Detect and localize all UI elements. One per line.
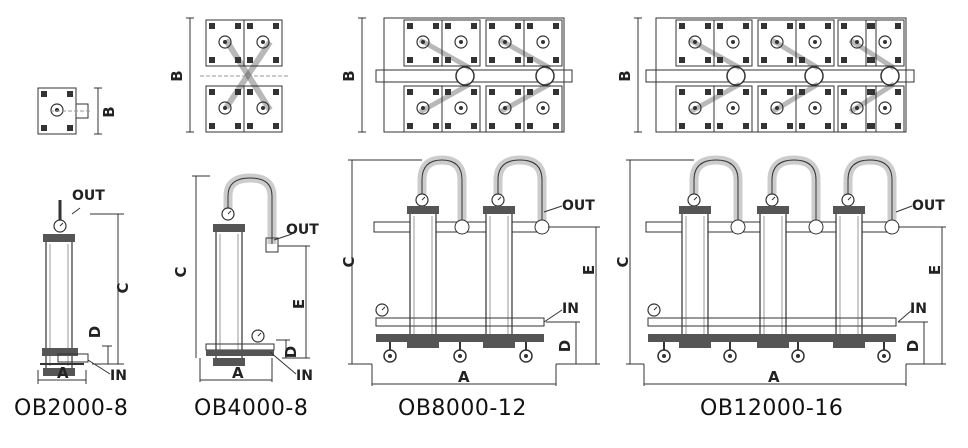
- ob4000-top-view: [186, 17, 290, 133]
- ob2000-in-label: IN: [110, 368, 127, 384]
- ob4000-dim-b: B: [168, 70, 186, 81]
- ob8000-dim-b: B: [340, 70, 358, 81]
- ob12000-out-label: OUT: [912, 198, 945, 214]
- ob12000-in-label: IN: [910, 301, 927, 317]
- ob12000-dim-d: D: [904, 340, 922, 352]
- ob8000-dim-a: A: [458, 368, 470, 386]
- ob4000-in-label: IN: [296, 368, 313, 384]
- ob4000-dim-d: D: [282, 346, 300, 358]
- ob2000-dim-a: A: [57, 364, 69, 382]
- ob2000-dim-d: D: [86, 326, 104, 338]
- ob8000-in-label: IN: [562, 301, 579, 317]
- ob8000-top-view: [358, 17, 573, 133]
- ob12000-front-view: [626, 155, 946, 386]
- ob4000-dim-e: E: [290, 299, 308, 309]
- ob12000-dim-a: A: [768, 368, 780, 386]
- ob8000-front-view: [348, 155, 600, 386]
- ob4000-out-label: OUT: [286, 222, 319, 238]
- model-ob12000: OB12000-16: [700, 396, 844, 421]
- ob12000-dim-b: B: [616, 70, 634, 81]
- ob4000-front-view: [192, 173, 310, 382]
- ob12000-dim-c: C: [614, 256, 632, 267]
- ob8000-out-label: OUT: [562, 198, 595, 214]
- ob8000-dim-d: D: [556, 340, 574, 352]
- ob2000-dim-b: B: [100, 106, 118, 117]
- ob8000-dim-e: E: [580, 265, 598, 275]
- ob2000-top-view: [37, 87, 102, 135]
- ob8000-dim-c: C: [340, 256, 358, 267]
- model-ob4000: OB4000-8: [194, 396, 309, 421]
- ob4000-dim-c: C: [172, 266, 190, 277]
- model-ob2000: OB2000-8: [14, 396, 129, 421]
- ob12000-dim-e: E: [926, 265, 944, 275]
- model-ob8000: OB8000-12: [398, 396, 527, 421]
- ob4000-dim-a: A: [232, 364, 244, 382]
- ob12000-top-view: [634, 17, 915, 133]
- ob2000-dim-c: C: [114, 282, 132, 293]
- ob2000-out-label: OUT: [72, 188, 105, 204]
- ob2000-front-view: [37, 200, 124, 384]
